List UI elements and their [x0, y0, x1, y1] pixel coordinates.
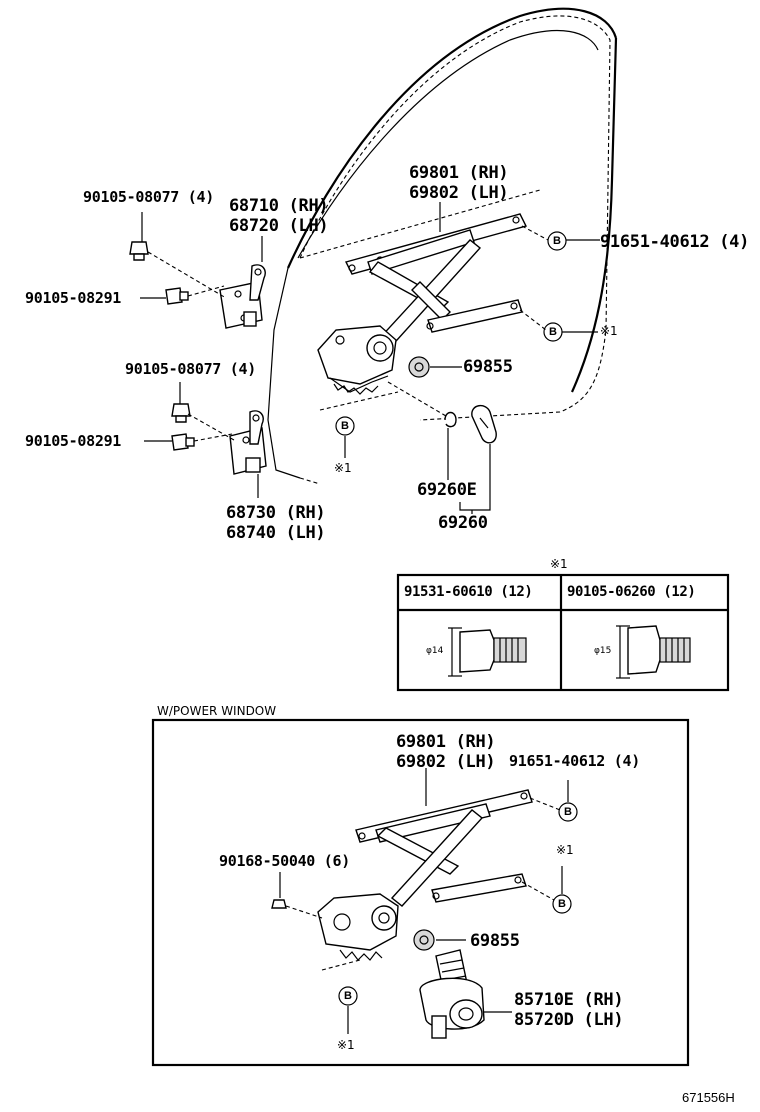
bolt-table-dim-2: φ15 — [594, 646, 612, 656]
label-68730-rh: 68730 (RH) — [226, 503, 326, 523]
pw-label-90168-50040: 90168-50040 (6) — [219, 852, 350, 870]
door-frame-outline — [267, 7, 618, 485]
label-90105-08077-upper: 90105-08077 (4) — [83, 188, 214, 206]
pw-b-label-2: B — [558, 898, 566, 910]
label-68740-lh: 68740 (LH) — [226, 523, 326, 543]
pw-label-69802-lh: 69802 (LH) — [396, 752, 496, 772]
ref-mark-upper-left: ※1 — [334, 461, 352, 475]
label-68710-rh: 68710 (RH) — [229, 196, 329, 216]
label-69855-upper: 69855 — [463, 357, 513, 377]
label-69260e: 69260E — [417, 480, 477, 500]
pw-label-91651-40612: 91651-40612 (4) — [509, 752, 640, 770]
b-label-upper-3: B — [341, 420, 349, 432]
pw-b-label-1: B — [564, 806, 572, 818]
power-window-leaders — [279, 768, 569, 1034]
crank-handle — [444, 405, 497, 444]
label-69801-rh: 69801 (RH) — [409, 163, 509, 183]
b-label-upper-2: B — [549, 326, 557, 338]
pw-ref-mark-right: ※1 — [556, 843, 574, 857]
pw-label-69801-rh: 69801 (RH) — [396, 732, 496, 752]
bolt-table-part-1: 91531-60610 (12) — [404, 584, 533, 600]
b-circles-upper — [335, 231, 567, 436]
power-window-title: W/POWER WINDOW — [157, 704, 277, 718]
label-90105-08291-lower: 90105-08291 — [25, 432, 122, 450]
label-68720-lh: 68720 (LH) — [229, 216, 329, 236]
power-window-regulator — [317, 789, 533, 961]
window-motor — [419, 949, 485, 1039]
power-window-frame — [151, 718, 690, 1067]
pw-b-label-3: B — [344, 990, 352, 1002]
window-regulator — [317, 213, 528, 395]
bolt-table-part-2: 90105-06260 (12) — [567, 584, 696, 600]
upper-hinge — [219, 264, 266, 329]
pw-label-85720d-lh: 85720D (LH) — [514, 1010, 624, 1030]
pw-label-69855: 69855 — [470, 931, 520, 951]
pw-ref-mark-left: ※1 — [337, 1038, 355, 1052]
power-window-screw — [271, 899, 287, 909]
b-label-upper-1: B — [553, 235, 561, 247]
label-91651-40612: 91651-40612 (4) — [600, 232, 750, 252]
figure-code: 671556H — [682, 1090, 735, 1105]
ref-mark-upper-right: ※1 — [600, 324, 618, 338]
bolt-table-title: ※1 — [550, 557, 568, 571]
label-90105-08077-lower: 90105-08077 (4) — [125, 360, 256, 378]
hinge-bolts — [129, 241, 195, 451]
bolt-table-dim-1: φ14 — [426, 646, 444, 656]
upper-leaders — [140, 202, 600, 514]
label-90105-08291-upper: 90105-08291 — [25, 289, 122, 307]
bolt-table-frame — [396, 573, 730, 692]
lower-hinge — [229, 410, 267, 475]
b-circles-lower — [338, 802, 578, 1006]
pw-label-85710e-rh: 85710E (RH) — [514, 990, 624, 1010]
label-69260: 69260 — [438, 513, 488, 533]
label-69802-lh: 69802 (LH) — [409, 183, 509, 203]
